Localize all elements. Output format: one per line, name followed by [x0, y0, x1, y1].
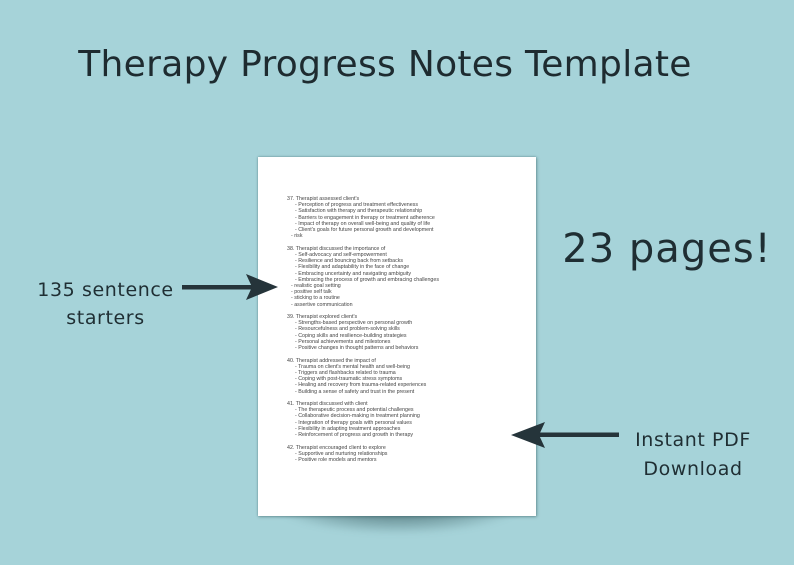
- list-item: - Barriers to engagement in therapy or t…: [295, 214, 435, 221]
- list-item: - Perception of progress and treatment e…: [295, 202, 418, 209]
- document-section-42: 42. Therapist encouraged client to explo…: [287, 445, 532, 464]
- list-item: - Embracing the process of growth and em…: [295, 276, 439, 283]
- section-heading: 42. Therapist encouraged client to explo…: [287, 444, 386, 451]
- document-content: 37. Therapist assessed client's - Percep…: [287, 196, 532, 470]
- list-item: - assertive communication: [291, 301, 353, 308]
- list-item: - Satisfaction with therapy and therapeu…: [295, 208, 423, 215]
- list-item: - Building a sense of safety and trust i…: [295, 388, 415, 395]
- list-item: - sticking to a routine: [291, 295, 340, 302]
- list-item: - Collaborative decision-making in treat…: [295, 413, 420, 420]
- list-item: - Supportive and nurturing relationships: [295, 450, 388, 457]
- page-count-callout: 23 pages!: [562, 226, 772, 272]
- list-item: - Reinforcement of progress and growth i…: [295, 432, 414, 439]
- instant-download-callout: Instant PDF Download: [618, 426, 768, 484]
- list-item: - Impact of therapy on overall well-bein…: [295, 220, 431, 227]
- document-section-37: 37. Therapist assessed client's - Percep…: [287, 196, 532, 239]
- section-heading: 40. Therapist addressed the impact of: [287, 357, 376, 364]
- list-item: - Strengths-based perspective on persona…: [295, 320, 413, 327]
- arrow-left-icon: [511, 422, 619, 448]
- document-section-38: 38. Therapist discussed the importance o…: [287, 246, 532, 308]
- list-item: - Embracing uncertainty and navigating a…: [295, 270, 412, 277]
- callout-line: 135 sentence: [37, 279, 174, 301]
- list-item: - Trauma on client's mental health and w…: [295, 363, 410, 370]
- section-heading: 38. Therapist discussed the importance o…: [287, 245, 386, 252]
- list-item: - Positive changes in thought patterns a…: [295, 345, 419, 352]
- list-item: - Positive role models and mentors: [295, 457, 377, 463]
- list-item: - Resilience and bouncing back from setb…: [295, 258, 404, 265]
- list-item: - Client's goals for future personal gro…: [295, 227, 434, 234]
- list-item: - Personal achievements and milestones: [295, 338, 391, 345]
- list-item: - The therapeutic process and potential …: [295, 407, 414, 414]
- callout-line: starters: [66, 307, 145, 329]
- list-item: - Coping with post-traumatic stress symp…: [295, 376, 403, 383]
- document-preview-page: 37. Therapist assessed client's - Percep…: [258, 157, 536, 516]
- document-section-41: 41. Therapist discussed with client - Th…: [287, 401, 532, 438]
- list-item: - Integration of therapy goals with pers…: [295, 419, 412, 426]
- list-item: - Flexibility in adapting treatment appr…: [295, 425, 401, 432]
- list-item: - Triggers and flashbacks related to tra…: [295, 369, 396, 376]
- list-item: - risk: [291, 233, 303, 240]
- list-item: - Healing and recovery from trauma-relat…: [295, 382, 427, 389]
- list-item: - Self-advocacy and self-empowerment: [295, 251, 387, 258]
- arrow-right-icon: [182, 274, 278, 300]
- document-section-39: 39. Therapist explored client's - Streng…: [287, 314, 532, 351]
- callout-line: Download: [643, 458, 743, 480]
- section-heading: 37. Therapist assessed client's: [287, 196, 360, 202]
- list-item: - realistic goal setting: [291, 282, 341, 289]
- document-section-40: 40. Therapist addressed the impact of - …: [287, 358, 532, 395]
- list-item: - Flexibility and adaptability in the fa…: [295, 264, 410, 271]
- callout-line: Instant PDF: [635, 429, 751, 451]
- list-item: - Resourcefulness and problem-solving sk…: [295, 326, 400, 333]
- list-item: - positive self talk: [291, 289, 332, 296]
- page-title: Therapy Progress Notes Template: [78, 44, 692, 85]
- sentence-starters-callout: 135 sentence starters: [28, 276, 183, 332]
- list-item: - Coping skills and resilience-building …: [295, 332, 407, 339]
- section-heading: 41. Therapist discussed with client: [287, 401, 368, 408]
- section-heading: 39. Therapist explored client's: [287, 314, 358, 321]
